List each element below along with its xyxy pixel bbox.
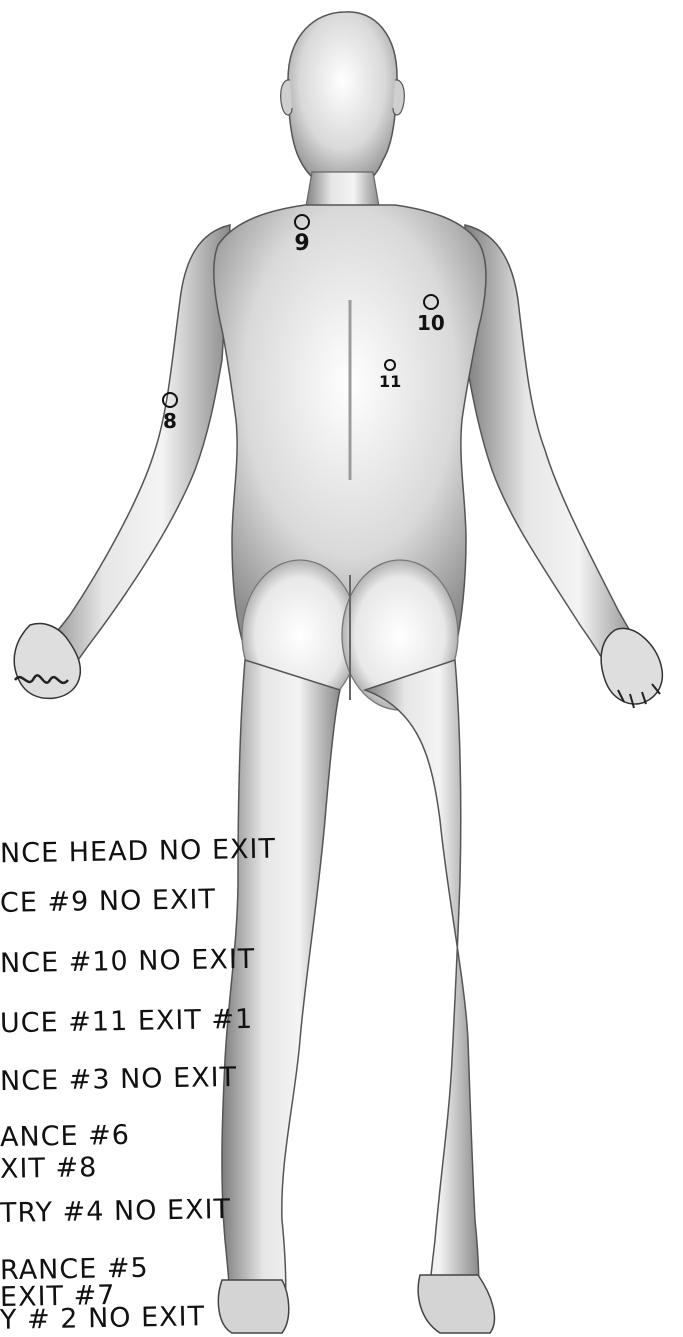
wound-marker-8: 8: [162, 392, 178, 431]
wound-marker-10: 10: [417, 294, 445, 333]
left-ear: [281, 80, 292, 115]
note-4: TRY #4 NO EXIT: [0, 1196, 231, 1227]
left-foot: [218, 1280, 288, 1333]
note-6: ANCE #6: [0, 1122, 130, 1151]
right-leg: [365, 660, 479, 1305]
note-9: CE #9 NO EXIT: [0, 886, 216, 917]
right-ear: [393, 80, 404, 115]
note-head: NCE HEAD NO EXIT: [0, 836, 276, 868]
left-leg: [222, 660, 340, 1310]
right-hand: [601, 628, 662, 704]
note-8: XIT #8: [0, 1154, 98, 1183]
note-3: NCE #3 NO EXIT: [0, 1064, 237, 1095]
note-2: Y # 2 NO EXIT: [0, 1303, 205, 1334]
note-10: NCE #10 NO EXIT: [0, 946, 256, 977]
wound-marker-9: 9: [294, 214, 310, 255]
note-11: UCE #11 EXIT #1: [0, 1006, 253, 1037]
right-foot: [418, 1275, 494, 1333]
left-arm: [35, 225, 230, 690]
head: [288, 12, 397, 186]
wound-marker-11: 11: [379, 358, 401, 390]
right-arm: [465, 225, 640, 676]
